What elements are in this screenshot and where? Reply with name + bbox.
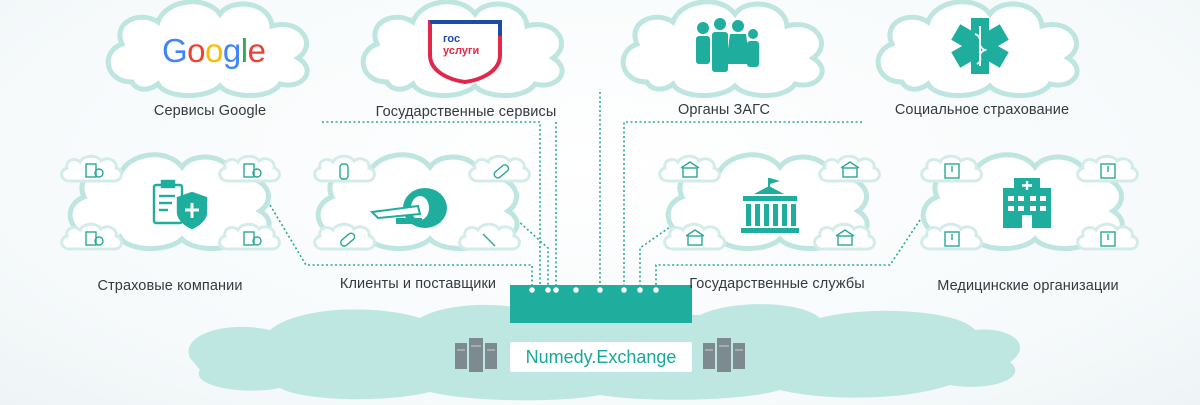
label-gos-services: Государственные сервисы xyxy=(375,104,557,120)
google-logo-letter: e xyxy=(247,32,266,69)
mini-hospital-icon xyxy=(1100,231,1116,247)
label-gov-services: Государственные службы xyxy=(689,276,865,292)
google-logo: Google xyxy=(162,32,282,72)
government-building-icon xyxy=(741,178,799,233)
label-clients-suppliers: Клиенты и поставщики xyxy=(339,276,497,292)
gosuslugi-bottom-text: услуги xyxy=(443,45,480,57)
label-google-services: Сервисы Google xyxy=(153,103,267,119)
gosuslugi-logo-text: гос услуги xyxy=(440,34,500,64)
connector-clients xyxy=(516,219,549,290)
google-logo-letter: o xyxy=(187,32,206,69)
mini-document-icon xyxy=(85,163,104,178)
google-logo-letter: g xyxy=(222,32,241,69)
label-social-insurance: Социальное страхование xyxy=(894,102,1070,118)
google-logo-letter: o xyxy=(205,32,223,69)
google-logo-text: Google xyxy=(162,32,266,70)
family-icon xyxy=(696,18,759,72)
label-zags: Органы ЗАГС xyxy=(677,102,771,118)
mini-pill-icon xyxy=(340,232,356,247)
hub-label: Numedy.Exchange xyxy=(510,342,692,372)
mini-building-icon xyxy=(835,229,855,246)
mini-icons xyxy=(85,161,1116,247)
mini-building-icon xyxy=(685,229,705,246)
connector-lines xyxy=(269,92,931,290)
connector-medical xyxy=(655,204,931,290)
google-logo-letter: G xyxy=(162,32,188,69)
mini-document-icon xyxy=(243,163,262,178)
mini-hospital-icon xyxy=(1100,163,1116,179)
mini-document-icon xyxy=(85,231,104,246)
insurance-document-icon xyxy=(152,179,208,230)
hub-connector-block xyxy=(510,285,692,323)
gosuslugi-top-text: гос xyxy=(443,33,461,45)
mini-hospital-icon xyxy=(944,163,960,179)
mini-syringe-icon xyxy=(482,233,496,247)
mini-building-icon xyxy=(680,161,700,178)
google-logo-letter: l xyxy=(240,32,248,69)
hospital-icon xyxy=(1003,178,1051,228)
mini-document-icon xyxy=(243,231,262,246)
mini-bandage-icon xyxy=(493,164,510,179)
connector-google xyxy=(322,121,541,290)
gosuslugi-logo xyxy=(428,20,502,85)
mini-hospital-icon xyxy=(944,231,960,247)
mini-vial-icon xyxy=(339,163,349,180)
star-of-life-icon xyxy=(951,18,1009,74)
label-medical-orgs: Медицинские организации xyxy=(937,278,1119,294)
connector-gov xyxy=(639,219,681,290)
label-insurance-companies: Страховые компании xyxy=(97,278,243,294)
mri-scanner-icon xyxy=(369,188,447,228)
mini-building-icon xyxy=(840,161,860,178)
